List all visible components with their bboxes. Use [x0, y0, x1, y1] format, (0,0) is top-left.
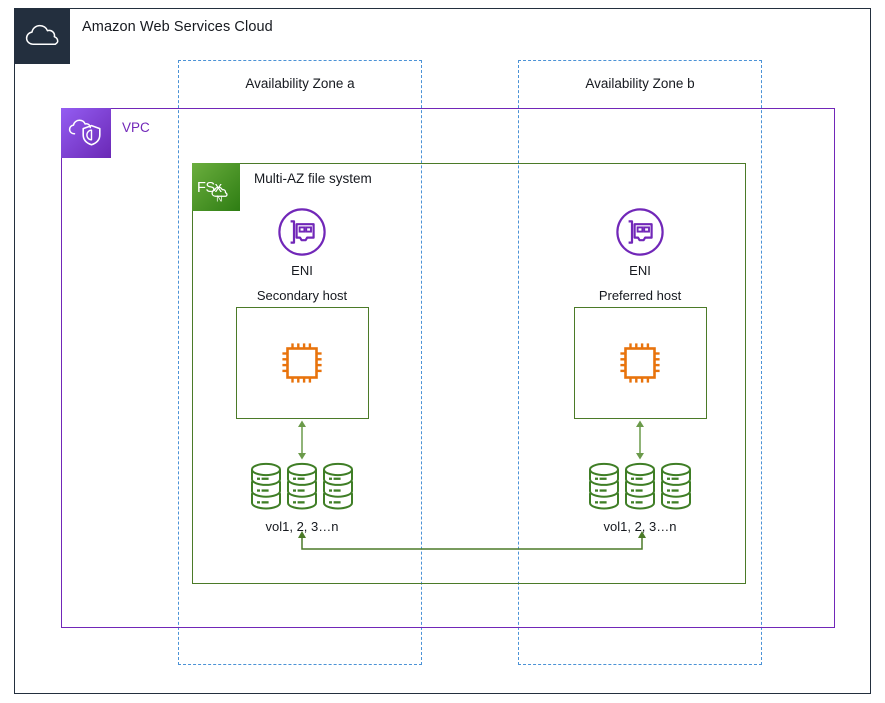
volume-stack-icon — [587, 461, 621, 510]
availability-zone-b-title: Availability Zone b — [585, 76, 695, 91]
host-label-secondary: Secondary host — [256, 288, 348, 303]
multi-az-file-system-boundary — [192, 163, 746, 584]
multi-az-file-system-title: Multi-AZ file system — [254, 171, 372, 186]
host-label-preferred: Preferred host — [598, 288, 682, 303]
host-volume-bidirectional-arrow-secondary — [182, 419, 422, 461]
availability-zone-a-title: Availability Zone a — [245, 76, 355, 91]
volume-stack-icon — [623, 461, 657, 510]
vpc-badge — [61, 108, 111, 158]
volume-stack-secondary — [182, 461, 422, 513]
host-box-preferred — [573, 307, 707, 419]
vpc-title: VPC — [122, 120, 150, 135]
cpu-instance-icon — [617, 340, 663, 386]
aws-cloud-title: Amazon Web Services Cloud — [82, 19, 273, 35]
host-box-secondary — [235, 307, 369, 419]
volume-replication-connector — [292, 531, 652, 557]
svg-text:N: N — [216, 194, 222, 204]
aws-cloud-boundary — [14, 8, 871, 694]
fsx-badge: FSx N — [192, 163, 240, 211]
svg-text:FSx: FSx — [197, 180, 223, 196]
vpc-cloud-shield-icon — [67, 116, 105, 150]
eni-label-secondary: ENI — [291, 263, 313, 278]
volume-stack-icon — [321, 461, 355, 510]
aws-cloud-badge — [14, 8, 70, 64]
host-volume-bidirectional-arrow-preferred — [520, 419, 760, 461]
volume-stack-icon — [249, 461, 283, 510]
availability-zone-a: Availability Zone a — [178, 60, 422, 665]
volume-label-secondary: vol1, 2, 3…n — [265, 519, 339, 534]
availability-zone-b: Availability Zone b — [518, 60, 762, 665]
volume-label-preferred: vol1, 2, 3…n — [603, 519, 677, 534]
cpu-instance-icon — [279, 340, 325, 386]
eni-label-preferred: ENI — [629, 263, 651, 278]
host-group-secondary: ENI Secondary host — [182, 205, 422, 534]
eni-icon-wrapper-secondary — [182, 205, 422, 259]
volume-stack-icon — [285, 461, 319, 510]
volume-stack-icon — [659, 461, 693, 510]
volume-stack-preferred — [520, 461, 760, 513]
eni-icon-wrapper-preferred — [520, 205, 760, 259]
cloud-icon — [25, 24, 59, 48]
vpc-boundary — [61, 108, 835, 628]
network-interface-icon — [615, 207, 665, 257]
host-group-preferred: ENI Preferred host — [520, 205, 760, 534]
fsx-netapp-ontap-icon: FSx N — [195, 170, 237, 204]
network-interface-icon — [277, 207, 327, 257]
